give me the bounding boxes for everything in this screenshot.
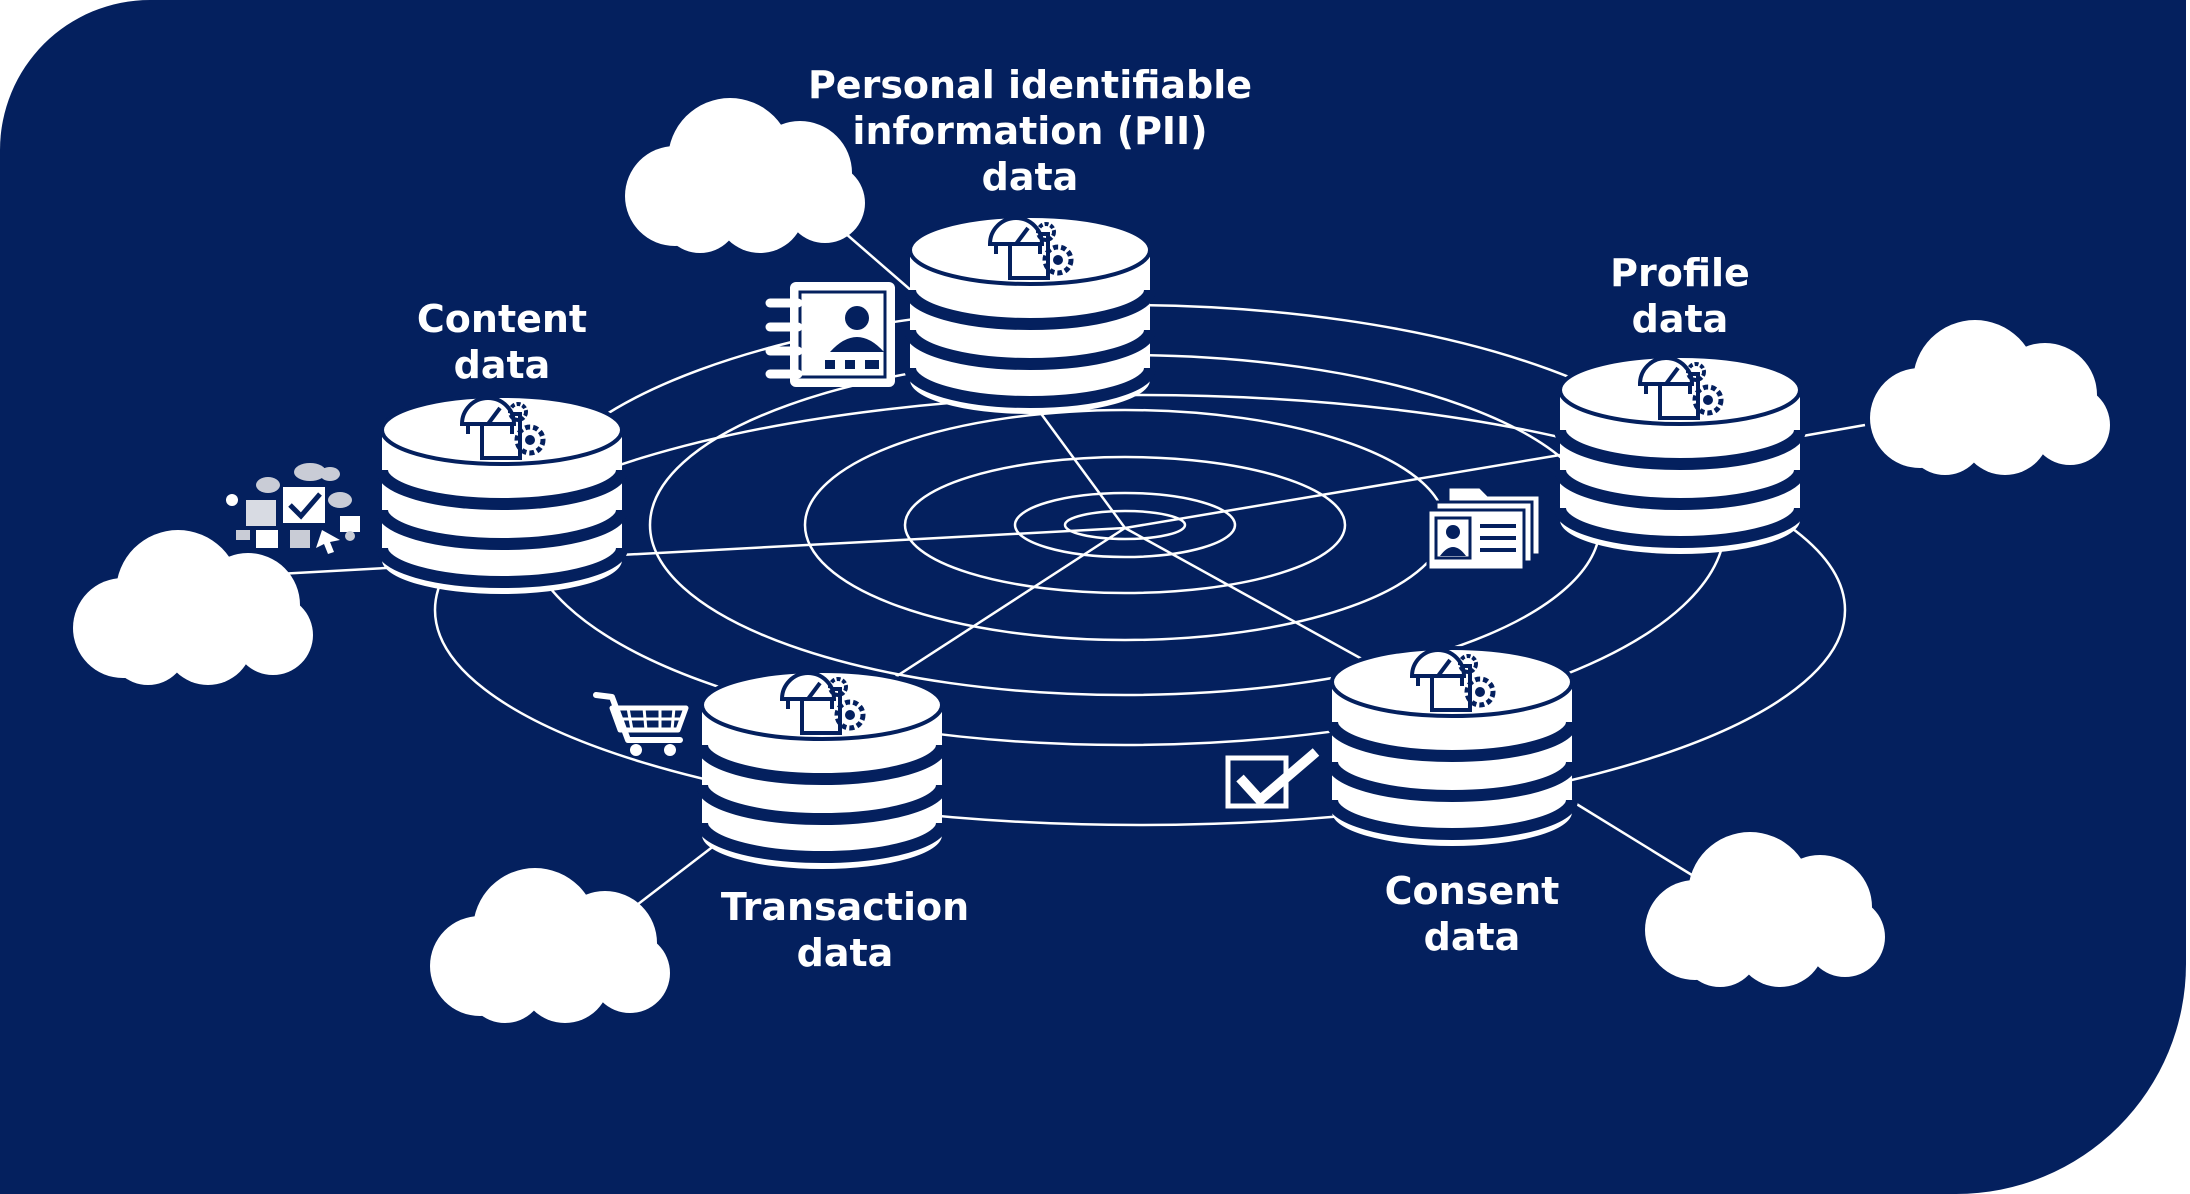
database-stack-icon: [1560, 356, 1800, 554]
consent-data-label: Consent data: [1384, 869, 1560, 959]
cloud-icon: [430, 868, 670, 1023]
database-stack-icon: [910, 216, 1150, 414]
contact-book-icon: [765, 282, 895, 387]
transaction-data-label: Transaction data: [720, 885, 970, 975]
content-collage-icon: [226, 463, 360, 554]
pii-data-label: Personal identifiable information (PII) …: [807, 63, 1253, 199]
content-data-label: Content data: [416, 297, 588, 387]
shopping-cart-icon: [593, 692, 689, 756]
cloud-icon: [1870, 320, 2110, 475]
database-stack-icon: [1332, 648, 1572, 846]
cloud-icon: [73, 530, 313, 685]
profile-folder-icon: [1426, 485, 1542, 572]
cloud-icon: [1645, 832, 1885, 987]
profile-data-label: Profile data: [1610, 251, 1750, 341]
database-stack-icon: [382, 396, 622, 594]
database-stack-icon: [702, 671, 942, 869]
checkbox-check-icon: [1225, 748, 1320, 809]
